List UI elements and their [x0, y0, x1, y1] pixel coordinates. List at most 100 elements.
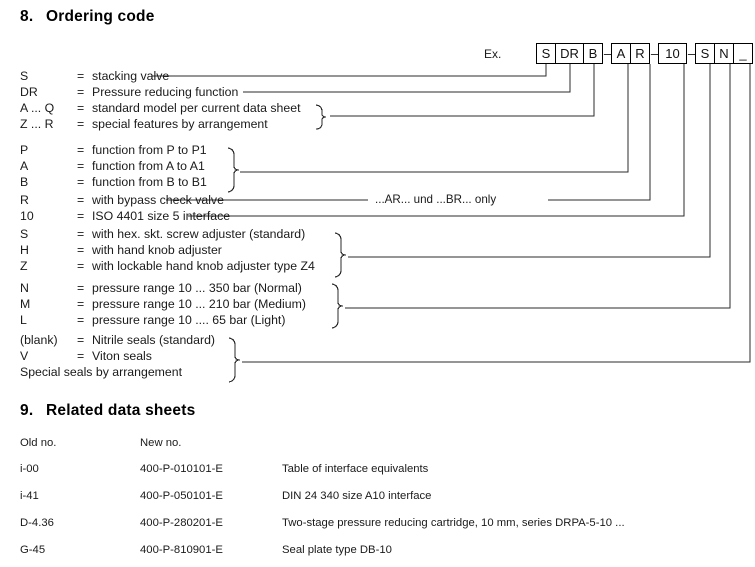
legend-equals-sign: = [77, 227, 85, 241]
legend-row: N = pressure range 10 ... 350 bar (Normal) [20, 282, 320, 296]
legend-row: DR = Pressure reducing function [20, 86, 320, 100]
legend-description: Viton seals [92, 349, 152, 363]
code-box-r[interactable]: R [630, 43, 650, 64]
code-separator-dash: – [650, 46, 659, 61]
legend-equals-sign: = [77, 333, 85, 347]
legend-code: S [20, 69, 29, 83]
legend-equals-sign: = [77, 209, 85, 223]
legend-equals-sign: = [77, 85, 85, 99]
legend-code: 10 [20, 209, 34, 223]
data-sheet-description: Two-stage pressure reducing cartridge, 1… [282, 517, 625, 529]
legend-code: P [20, 143, 29, 157]
legend-equals-sign: = [77, 193, 85, 207]
legend-row: (blank) = Nitrile seals (standard) [20, 334, 320, 348]
data-sheet-description: Seal plate type DB-10 [282, 544, 392, 556]
legend-description: Pressure reducing function [92, 85, 239, 99]
code-box-s[interactable]: S [695, 43, 715, 64]
code-box-a[interactable]: A [611, 43, 631, 64]
legend-code: Z [20, 259, 28, 273]
section-9-heading: 9. Related data sheets [20, 402, 195, 420]
legend-description: with hand knob adjuster [92, 243, 222, 257]
code-box-dr[interactable]: DR [555, 43, 584, 64]
data-sheet-description: DIN 24 340 size A10 interface [282, 490, 432, 502]
legend-description: standard model per current data sheet [92, 101, 301, 115]
legend-description: ISO 4401 size 5 interface [92, 209, 231, 223]
data-sheet-old-no: D-4.36 [20, 517, 54, 529]
legend-row: M = pressure range 10 ... 210 bar (Medium) [20, 298, 320, 312]
legend-equals-sign: = [77, 313, 85, 327]
legend-equals-sign: = [77, 259, 85, 273]
legend-equals-sign: = [77, 297, 85, 311]
legend-description: pressure range 10 .... 65 bar (Light) [92, 313, 286, 327]
legend-equals-sign: = [77, 117, 85, 131]
legend-description: Nitrile seals (standard) [92, 333, 216, 347]
data-sheet-new-no: 400-P-050101-E [140, 490, 223, 502]
column-header-old-no: Old no. [20, 437, 57, 449]
legend-code: L [20, 313, 27, 327]
legend-row: Z ... R=special features by arrangement [20, 118, 320, 132]
legend-row: P=function from P to P1 [20, 144, 320, 158]
legend-code: (blank) [20, 333, 58, 347]
legend-code: A [20, 159, 29, 173]
data-sheet-old-no: i-41 [20, 490, 39, 502]
legend-row: S = with hex. skt. screw adjuster (standar… [20, 228, 320, 242]
section-8-title: Ordering code [46, 8, 155, 25]
legend-row: H = with hand knob adjuster [20, 244, 320, 258]
legend-row: 10 = ISO 4401 size 5 interface [20, 210, 320, 224]
data-sheet-old-no: i-00 [20, 463, 39, 475]
legend-description: with bypass check valve [92, 193, 224, 207]
data-sheet-new-no: 400-P-280201-E [140, 517, 223, 529]
legend-code: M [20, 297, 31, 311]
legend-description: pressure range 10 ... 350 bar (Normal) [92, 281, 302, 295]
section-9-title: Related data sheets [46, 402, 196, 419]
legend-row: A ... Q=standard model per current data … [20, 102, 320, 116]
legend-code: V [20, 349, 29, 363]
legend-description: with lockable hand knob adjuster type Z4 [92, 259, 315, 273]
column-header-new-no: New no. [140, 437, 182, 449]
legend-row: B = function from B to B1 [20, 176, 320, 190]
legend-row: L = pressure range 10 .... 65 bar (Light) [20, 314, 320, 328]
legend-row: V = Viton seals [20, 350, 320, 364]
code-separator-dash: – [687, 46, 696, 61]
code-box-n[interactable]: N [714, 43, 734, 64]
legend-description: function from P to P1 [92, 143, 207, 157]
legend-description: pressure range 10 ... 210 bar (Medium) [92, 297, 306, 311]
code-box-s[interactable]: S [536, 43, 556, 64]
code-box-10[interactable]: 10 [658, 43, 687, 64]
data-sheet-new-no: 400-P-810901-E [140, 544, 223, 556]
data-sheet-old-no: G-45 [20, 544, 46, 556]
legend-code: N [20, 281, 29, 295]
legend-equals-sign: = [77, 175, 85, 189]
legend-code: R [20, 193, 29, 207]
legend-code: H [20, 243, 29, 257]
example-label: Ex. [484, 47, 502, 61]
code-separator-dash: – [603, 46, 612, 61]
code-box-b[interactable]: B [583, 43, 603, 64]
legend-description: function from B to B1 [92, 175, 207, 189]
legend-row: S=stacking valve [20, 70, 320, 84]
legend-equals-sign: = [77, 243, 85, 257]
data-sheet-description: Table of interface equivalents [282, 463, 429, 475]
legend-note-ar-br: ...AR... und ...BR... only [375, 193, 497, 206]
section-8-heading: 8. Ordering code [20, 8, 155, 26]
legend-code: S [20, 227, 29, 241]
legend-code: DR [20, 85, 38, 99]
legend-row: Z = with lockable hand knob adjuster type … [20, 260, 320, 274]
legend-row: A = function from A to A1 [20, 160, 320, 174]
legend-code: Z ... R [20, 117, 54, 131]
code-box-blank[interactable]: _ [733, 43, 753, 64]
legend-equals-sign: = [77, 101, 85, 115]
legend-description: with hex. skt. screw adjuster (standard) [92, 227, 306, 241]
legend-row: R = with bypass check valve [20, 194, 320, 208]
section-9-number: 9. [20, 402, 34, 419]
section-8-number: 8. [20, 8, 34, 25]
legend-description: function from A to A1 [92, 159, 205, 173]
legend-description: stacking valve [92, 69, 170, 83]
legend-final-row: Special seals by arrangement [20, 365, 182, 379]
legend-equals-sign: = [77, 349, 85, 363]
legend-equals-sign: = [77, 159, 85, 173]
legend-code: B [20, 175, 29, 189]
legend-equals-sign: = [77, 281, 85, 295]
